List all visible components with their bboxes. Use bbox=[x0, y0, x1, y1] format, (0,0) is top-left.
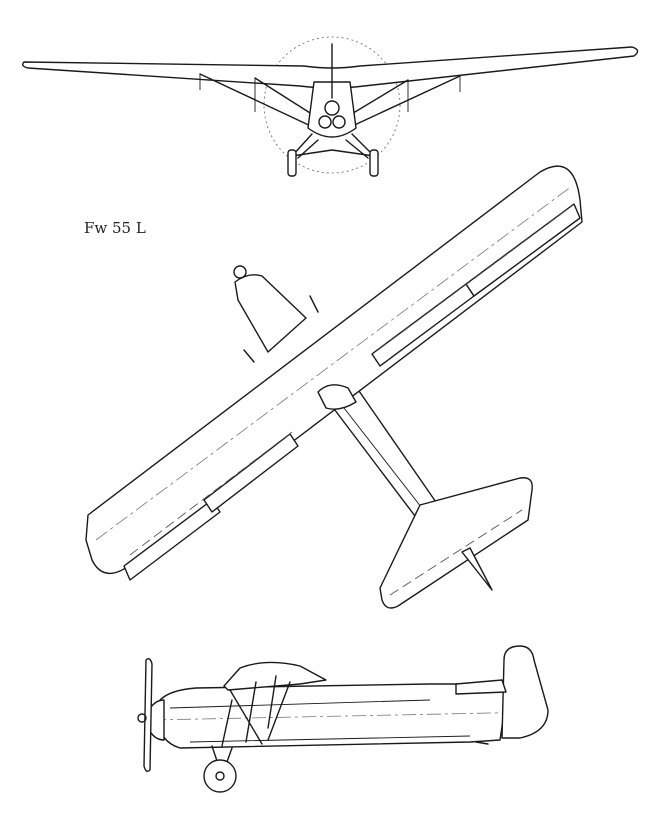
front-wheel-right bbox=[369, 149, 379, 177]
side-cabin-struts bbox=[221, 675, 291, 747]
top-aileron-left bbox=[123, 499, 221, 581]
side-tailplane bbox=[455, 679, 507, 695]
front-landing-gear bbox=[291, 133, 375, 159]
front-prop-disc bbox=[263, 36, 401, 174]
front-wheel-left bbox=[287, 149, 297, 177]
top-aileron-right bbox=[465, 203, 581, 297]
top-tailplane bbox=[379, 477, 533, 609]
side-wheel bbox=[203, 759, 237, 793]
top-propeller-hub bbox=[233, 265, 247, 279]
front-view bbox=[21, 36, 639, 177]
front-wing-struts bbox=[199, 73, 461, 129]
aircraft-model-label: Fw 55 L bbox=[84, 219, 146, 237]
top-wing-centerline bbox=[95, 185, 573, 541]
side-view bbox=[137, 645, 549, 793]
side-wing bbox=[223, 661, 327, 691]
top-rudder bbox=[461, 547, 493, 591]
front-fuselage bbox=[307, 81, 357, 138]
top-cockpit bbox=[317, 384, 357, 410]
side-propeller bbox=[143, 657, 153, 773]
top-engine-cowling bbox=[234, 274, 307, 353]
top-wing bbox=[85, 165, 583, 574]
side-fin bbox=[501, 645, 549, 739]
top-view bbox=[85, 165, 583, 609]
front-wing bbox=[21, 46, 639, 89]
top-flap-left bbox=[203, 433, 299, 513]
side-tail-skid bbox=[475, 741, 489, 745]
